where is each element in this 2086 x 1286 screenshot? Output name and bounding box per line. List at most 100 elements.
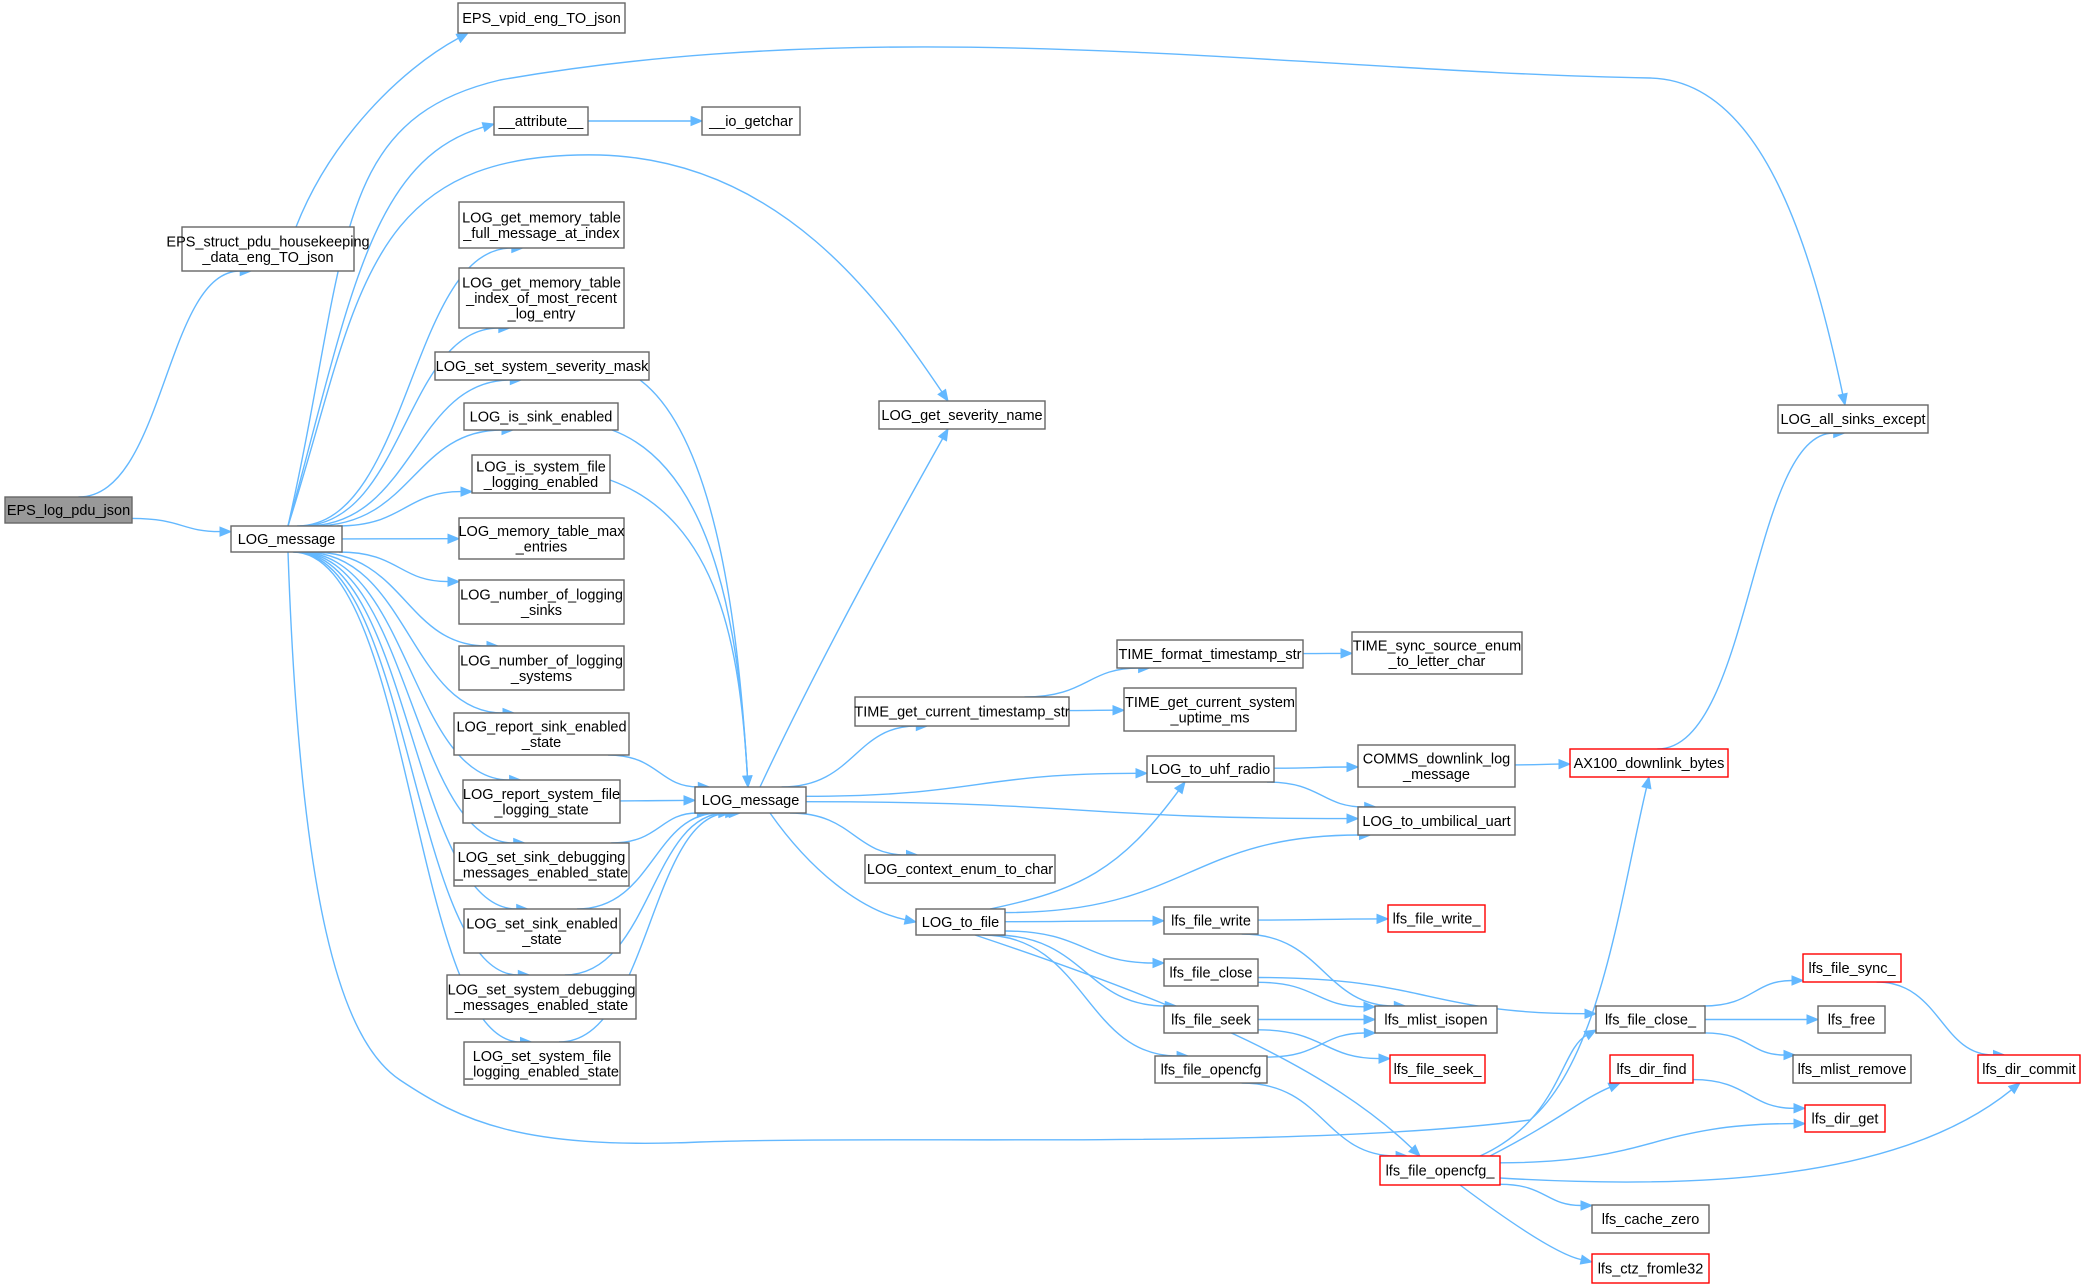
- node-box[interactable]: [458, 579, 625, 625]
- node-box[interactable]: [434, 351, 650, 381]
- node-log-is-sink[interactable]: LOG_is_sink_enabled: [463, 402, 619, 431]
- node-log-set-sink-dbg[interactable]: LOG_set_sink_debugging_messages_enabled_…: [453, 842, 630, 887]
- node-lfs-file-sync-[interactable]: lfs_file_sync_: [1802, 953, 1902, 983]
- node-lfs-free[interactable]: lfs_free: [1817, 1005, 1886, 1034]
- node-box[interactable]: [1777, 404, 1929, 434]
- node-log-message-1[interactable]: LOG_message: [230, 525, 343, 553]
- node-box[interactable]: [701, 106, 801, 136]
- node-log-get-mem-index[interactable]: LOG_get_memory_table_index_of_most_recen…: [458, 267, 625, 329]
- node-box[interactable]: [864, 854, 1056, 884]
- node-box[interactable]: [1387, 904, 1486, 933]
- node-log-num-systems[interactable]: LOG_number_of_logging_systems: [458, 645, 625, 691]
- node-box[interactable]: [1357, 744, 1516, 788]
- node-lfs-cache-zero[interactable]: lfs_cache_zero: [1591, 1204, 1710, 1234]
- node-box[interactable]: [458, 201, 625, 249]
- node-lfs-file-write[interactable]: lfs_file_write: [1163, 906, 1259, 935]
- node-box[interactable]: [1591, 1204, 1710, 1234]
- node-attribute[interactable]: __attribute__: [493, 106, 589, 136]
- node-time-get-ts[interactable]: TIME_get_current_timestamp_str: [854, 696, 1070, 727]
- node-box[interactable]: [1591, 1253, 1710, 1284]
- node-log-report-sink[interactable]: LOG_report_sink_enabled_state: [453, 712, 630, 756]
- node-log-set-sink-en[interactable]: LOG_set_sink_enabled_state: [463, 908, 621, 954]
- node-lfs-file-write-[interactable]: lfs_file_write_: [1387, 904, 1486, 933]
- node-log-set-sys-file[interactable]: LOG_set_system_file_logging_enabled_stat…: [463, 1041, 621, 1086]
- node-lfs-file-close-[interactable]: lfs_file_close_: [1595, 1005, 1706, 1034]
- node-log-context-enum[interactable]: LOG_context_enum_to_char: [864, 854, 1056, 884]
- node-box[interactable]: [453, 842, 630, 887]
- node-log-message-2[interactable]: LOG_message: [694, 786, 807, 814]
- node-lfs-dir-get[interactable]: lfs_dir_get: [1804, 1104, 1886, 1133]
- node-log-to-file[interactable]: LOG_to_file: [915, 908, 1006, 936]
- node-time-fmt-ts[interactable]: TIME_format_timestamp_str: [1116, 639, 1304, 669]
- node-box[interactable]: [1804, 1104, 1886, 1133]
- node-box[interactable]: [493, 106, 589, 136]
- node-box[interactable]: [1163, 958, 1259, 987]
- node-log-report-sys-file[interactable]: LOG_report_system_file_logging_state: [462, 779, 621, 824]
- node-box[interactable]: [446, 974, 637, 1020]
- node-box[interactable]: [463, 1041, 621, 1086]
- node-box[interactable]: [1802, 953, 1902, 983]
- node-log-mem-max[interactable]: LOG_memory_table_max_entries: [458, 517, 625, 560]
- node-box[interactable]: [458, 267, 625, 329]
- node-box[interactable]: [915, 908, 1006, 936]
- node-box[interactable]: [1146, 755, 1275, 783]
- node-log-is-sys-file[interactable]: LOG_is_system_file_logging_enabled: [471, 454, 611, 494]
- node-eps-log-pdu-json[interactable]: EPS_log_pdu_json: [4, 496, 133, 524]
- node-lfs-mlist-remove[interactable]: lfs_mlist_remove: [1792, 1054, 1912, 1084]
- node-lfs-dir-commit[interactable]: lfs_dir_commit: [1977, 1054, 2081, 1084]
- node-box[interactable]: [230, 525, 343, 553]
- node-box[interactable]: [694, 786, 807, 814]
- node-box[interactable]: [1374, 1005, 1498, 1034]
- node-box[interactable]: [458, 517, 625, 560]
- node-box[interactable]: [854, 696, 1070, 727]
- node-box[interactable]: [471, 454, 611, 494]
- node-log-get-mem-full[interactable]: LOG_get_memory_table_full_message_at_ind…: [458, 201, 625, 249]
- node-box[interactable]: [181, 226, 355, 272]
- node-lfs-file-seek-[interactable]: lfs_file_seek_: [1389, 1054, 1486, 1084]
- node-box[interactable]: [463, 402, 619, 431]
- node-box[interactable]: [1569, 748, 1729, 778]
- node-box[interactable]: [1595, 1005, 1706, 1034]
- node-time-get-uptime[interactable]: TIME_get_current_system_uptime_ms: [1123, 687, 1297, 732]
- node-log-set-sys-dbg[interactable]: LOG_set_system_debugging_messages_enable…: [446, 974, 637, 1020]
- node-log-num-sinks[interactable]: LOG_number_of_logging_sinks: [458, 579, 625, 625]
- node-eps-vpid[interactable]: EPS_vpid_eng_TO_json: [457, 2, 626, 34]
- node-log-get-sev-name[interactable]: LOG_get_severity_name: [878, 400, 1046, 430]
- node-lfs-file-opencfg-[interactable]: lfs_file_opencfg_: [1379, 1155, 1501, 1186]
- node-log-all-sinks[interactable]: LOG_all_sinks_except: [1777, 404, 1929, 434]
- node-time-sync-src[interactable]: TIME_sync_source_enum_to_letter_char: [1351, 631, 1523, 675]
- node-eps-struct-pdu[interactable]: EPS_struct_pdu_housekeeping_data_eng_TO_…: [166, 226, 370, 272]
- node-box[interactable]: [878, 400, 1046, 430]
- node-box[interactable]: [1154, 1055, 1268, 1084]
- node-box[interactable]: [1163, 1005, 1259, 1034]
- node-box[interactable]: [1977, 1054, 2081, 1084]
- node-box[interactable]: [462, 779, 621, 824]
- node-box[interactable]: [458, 645, 625, 691]
- node-box[interactable]: [1163, 906, 1259, 935]
- node-box[interactable]: [1116, 639, 1304, 669]
- node-ax100-downlink[interactable]: AX100_downlink_bytes: [1569, 748, 1729, 778]
- node-lfs-mlist-isopen[interactable]: lfs_mlist_isopen: [1374, 1005, 1498, 1034]
- node-log-to-uhf[interactable]: LOG_to_uhf_radio: [1146, 755, 1275, 783]
- node-lfs-file-close[interactable]: lfs_file_close: [1163, 958, 1259, 987]
- node-box[interactable]: [1379, 1155, 1501, 1186]
- node-box[interactable]: [457, 2, 626, 34]
- node-box[interactable]: [463, 908, 621, 954]
- node-box[interactable]: [1351, 631, 1523, 675]
- node-box[interactable]: [453, 712, 630, 756]
- node-box[interactable]: [1609, 1054, 1694, 1084]
- node-box[interactable]: [1817, 1005, 1886, 1034]
- node-lfs-ctz-fromle32[interactable]: lfs_ctz_fromle32: [1591, 1253, 1710, 1284]
- node-comms-downlink[interactable]: COMMS_downlink_log_message: [1357, 744, 1516, 788]
- node-log-to-umbilical[interactable]: LOG_to_umbilical_uart: [1357, 806, 1516, 836]
- node-box[interactable]: [1792, 1054, 1912, 1084]
- node-lfs-file-opencfg[interactable]: lfs_file_opencfg: [1154, 1055, 1268, 1084]
- node-box[interactable]: [1389, 1054, 1486, 1084]
- node-log-set-sys-sev[interactable]: LOG_set_system_severity_mask: [434, 351, 650, 381]
- node-box[interactable]: [4, 496, 133, 524]
- node-io-getchar[interactable]: __io_getchar: [701, 106, 801, 136]
- node-box[interactable]: [1357, 806, 1516, 836]
- node-lfs-dir-find[interactable]: lfs_dir_find: [1609, 1054, 1694, 1084]
- node-box[interactable]: [1123, 687, 1297, 732]
- node-lfs-file-seek[interactable]: lfs_file_seek: [1163, 1005, 1259, 1034]
